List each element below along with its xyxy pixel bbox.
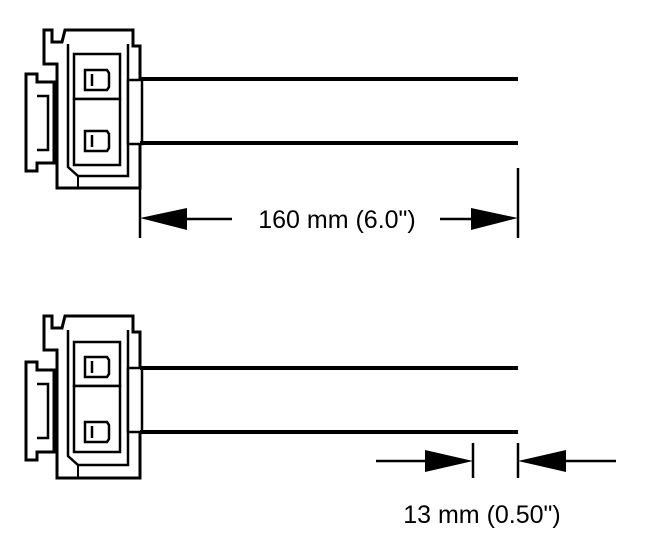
lower-dim-right-arrow (518, 450, 566, 472)
lower-wires (140, 366, 518, 434)
lower-connector-housing (24, 314, 144, 480)
upper-dimension (138, 168, 520, 238)
lower-dimension-label: 13 mm (0.50") (403, 501, 561, 529)
lower-dim-left-arrow (425, 450, 473, 472)
lower-dimension (376, 443, 616, 478)
upper-dimension-label: 160 mm (6.0") (258, 206, 416, 234)
upper-connector-housing (24, 28, 144, 190)
upper-wire-assembly (24, 28, 518, 190)
upper-wires (140, 77, 518, 145)
lower-wire-assembly (24, 314, 518, 480)
upper-dim-right-arrow (471, 208, 518, 230)
upper-dim-left-arrow (140, 208, 187, 230)
